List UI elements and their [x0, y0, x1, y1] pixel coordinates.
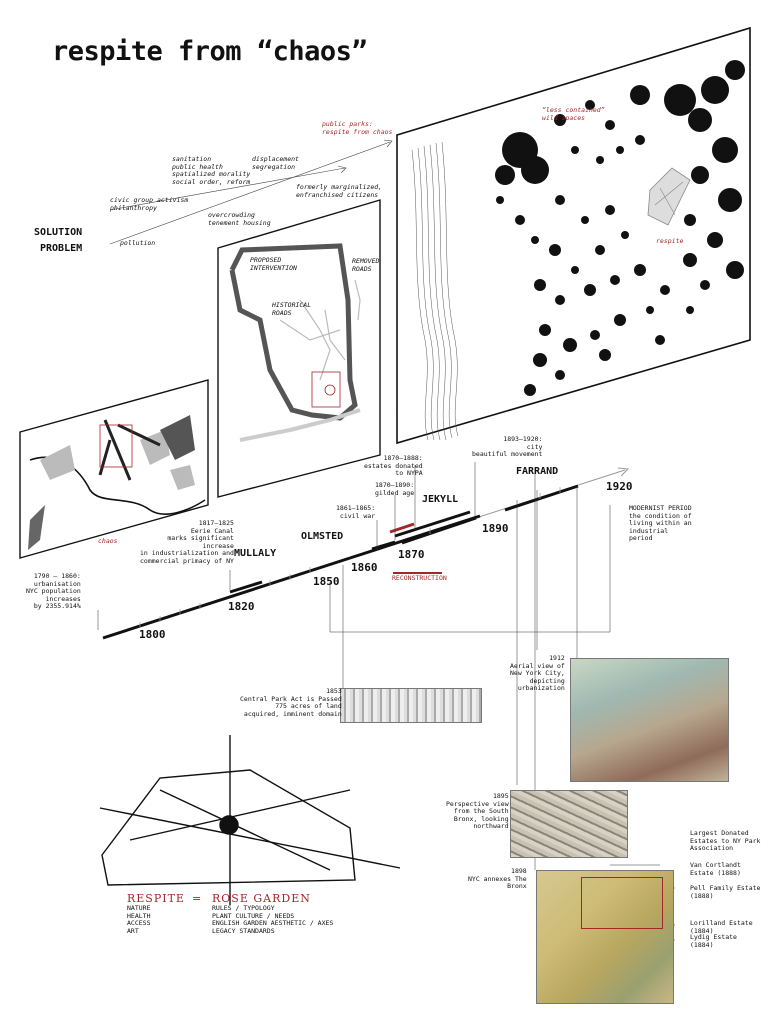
- chaos-map-panel: [19, 379, 209, 559]
- year-1920: 1920: [606, 480, 633, 493]
- event-aerial-view: 1912 Aerial view of New York City, depic…: [510, 654, 565, 692]
- right-item: PLANT CULTURE / NEEDS: [212, 911, 295, 920]
- sanitation-label: sanitation public health spatialized mor…: [172, 155, 251, 186]
- rose-garden-plan: [99, 735, 401, 905]
- year-1860: 1860: [351, 561, 378, 574]
- event-central-park: 1853 Central Park Act is Passed 775 acre…: [240, 687, 342, 718]
- flow-arrows: [109, 139, 393, 245]
- year-1820: 1820: [228, 600, 255, 613]
- person-mullaly: MULLALY: [234, 548, 277, 559]
- problem-label: PROBLEM: [40, 243, 83, 254]
- wild-spaces-map-panel: [396, 26, 751, 445]
- marginalized-label: formerly marginalized, enfranchised citi…: [296, 183, 383, 199]
- right-item: LEGACY STANDARDS: [212, 926, 275, 935]
- displacement-label: displacement segregation: [252, 155, 299, 171]
- respite-garden-shape: [647, 167, 691, 226]
- removed-roads-label: REMOVED ROADS: [352, 257, 380, 273]
- equation-left-list: NATURE HEALTH ACCESS ART: [127, 904, 151, 935]
- year-1850: 1850: [313, 575, 340, 588]
- bronx-perspective-image: [510, 790, 628, 858]
- person-farrand: FARRAND: [516, 466, 559, 477]
- wild-spaces-label: “less contained” wild spaces: [542, 106, 605, 122]
- event-erie-canal: 1817–1825 Eerie Canal marks significant …: [140, 519, 234, 565]
- person-jekyll: JEKYLL: [422, 494, 459, 505]
- equals-sign: =: [192, 892, 202, 905]
- historical-roads-label: HISTORICAL ROADS: [272, 301, 312, 317]
- event-city-beautiful: 1893–1920: city beautiful movement: [472, 435, 543, 458]
- aerial-view-image: [570, 658, 729, 782]
- roads-map-panel: [217, 199, 381, 498]
- left-item: ART: [127, 926, 139, 935]
- event-gilded-age: 1870–1890: gilded age: [375, 481, 415, 497]
- right-item: ENGLISH GARDEN AESTHETIC / AXES: [212, 919, 334, 927]
- rose-garden-heading: ROSE GARDEN: [212, 892, 311, 905]
- right-item: RULES / TYPOLOGY: [212, 904, 275, 912]
- overcrowding-label: overcrowding tenement housing: [208, 211, 271, 227]
- event-bronx-annex: 1898 NYC annexes The Bronx: [468, 867, 527, 890]
- pollution-label: pollution: [120, 239, 156, 247]
- event-civil-war: 1861–1865: civil war: [336, 504, 376, 520]
- page-title: respite from “chaos”: [52, 36, 368, 67]
- central-park-plan-image: [340, 688, 482, 723]
- proposed-intervention-label: PROPOSED INTERVENTION: [250, 256, 297, 272]
- event-modernist: MODERNIST PERIOD the condition of living…: [629, 504, 692, 542]
- year-1870: 1870: [398, 548, 425, 561]
- public-parks-label: public parks: respite from chaos: [322, 120, 393, 136]
- left-item: ACCESS: [127, 919, 151, 927]
- respite-heading: RESPITE: [127, 892, 185, 905]
- year-1800: 1800: [139, 628, 166, 641]
- estate-pell: Pell Family Estate (1888): [690, 884, 761, 900]
- event-urbanisation: 1790 – 1860: urbanisation NYC population…: [26, 572, 81, 610]
- equation-right-list: RULES / TYPOLOGY PLANT CULTURE / NEEDS E…: [212, 904, 334, 935]
- person-olmsted: OLMSTED: [301, 531, 344, 542]
- solution-label: SOLUTION: [34, 227, 83, 238]
- estate-lorilland: Lorilland Estate (1884): [690, 919, 753, 935]
- year-1890: 1890: [482, 522, 509, 535]
- chaos-label: chaos: [98, 537, 118, 545]
- timeline-axis: [97, 462, 675, 941]
- event-perspective-view: 1895 Perspective view from the South Bro…: [446, 792, 509, 830]
- estate-lydig: Lydig Estate (1884): [690, 933, 737, 949]
- bronx-estates-map-image: [536, 870, 674, 1004]
- event-estates-donated: 1870–1888: estates donated to NYPA: [364, 454, 423, 477]
- left-item: HEALTH: [127, 911, 151, 920]
- civic-label: civic group activism philanthropy: [110, 196, 189, 212]
- estates-heading: Largest Donated Estates to NY Park Assoc…: [690, 829, 761, 852]
- estate-van-cortlandt: Van Cortlandt Estate (1888): [690, 861, 741, 877]
- left-item: NATURE: [127, 904, 151, 912]
- reconstruction-label: RECONSTRUCTION: [392, 574, 447, 582]
- respite-label: respite: [656, 237, 684, 245]
